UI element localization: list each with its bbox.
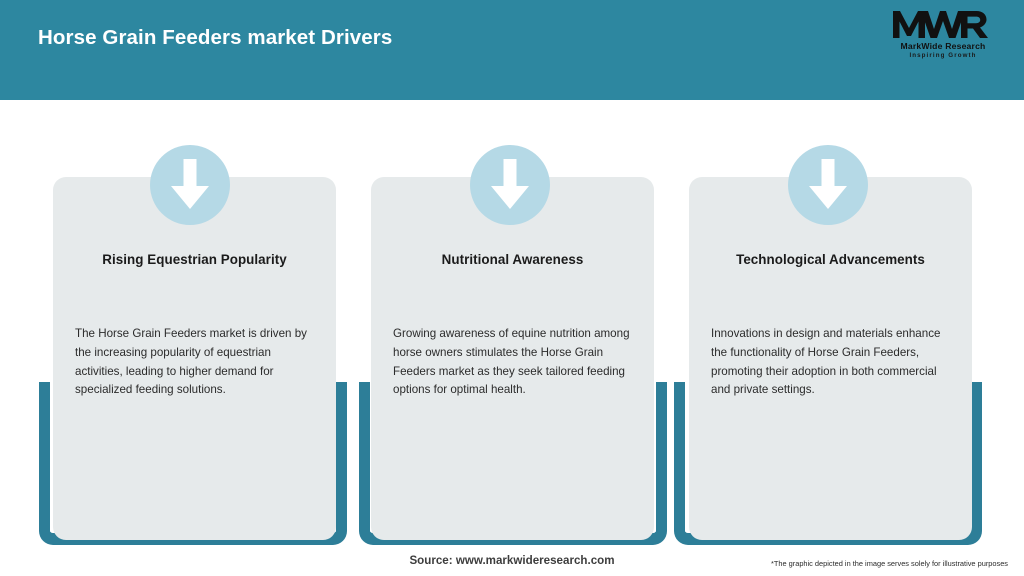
arrow-down-icon — [171, 159, 209, 209]
driver-card-2-badge — [470, 145, 550, 225]
driver-card-2: Nutritional Awareness Growing awareness … — [371, 177, 654, 540]
driver-card-3-title: Technological Advancements — [736, 252, 925, 267]
header-bar: Horse Grain Feeders market Drivers MarkW… — [0, 0, 1024, 100]
driver-card-3-body: Innovations in design and materials enha… — [711, 327, 941, 397]
driver-card-1-title: Rising Equestrian Popularity — [102, 252, 287, 267]
driver-card-2-body: Growing awareness of equine nutrition am… — [393, 327, 630, 397]
driver-card-1-body: The Horse Grain Feeders market is driven… — [75, 327, 307, 397]
logo-company-name: MarkWide Research — [900, 41, 986, 51]
driver-card-1: Rising Equestrian Popularity The Horse G… — [53, 177, 336, 540]
driver-card-1-badge — [150, 145, 230, 225]
driver-card-2-title: Nutritional Awareness — [441, 252, 584, 267]
driver-card-3-badge — [788, 145, 868, 225]
arrow-down-icon — [491, 159, 529, 209]
mwr-logo-icon — [893, 11, 988, 38]
brand-logo: MarkWide Research Inspiring Growth — [884, 8, 1002, 60]
page-title: Horse Grain Feeders market Drivers — [38, 26, 393, 49]
arrow-down-icon — [809, 159, 847, 209]
logo-tagline: Inspiring Growth — [909, 52, 977, 59]
footer-disclaimer: *The graphic depicted in the image serve… — [770, 559, 1008, 568]
footer-source: Source: www.markwideresearch.com — [409, 554, 615, 567]
driver-card-3: Technological Advancements Innovations i… — [689, 177, 972, 540]
